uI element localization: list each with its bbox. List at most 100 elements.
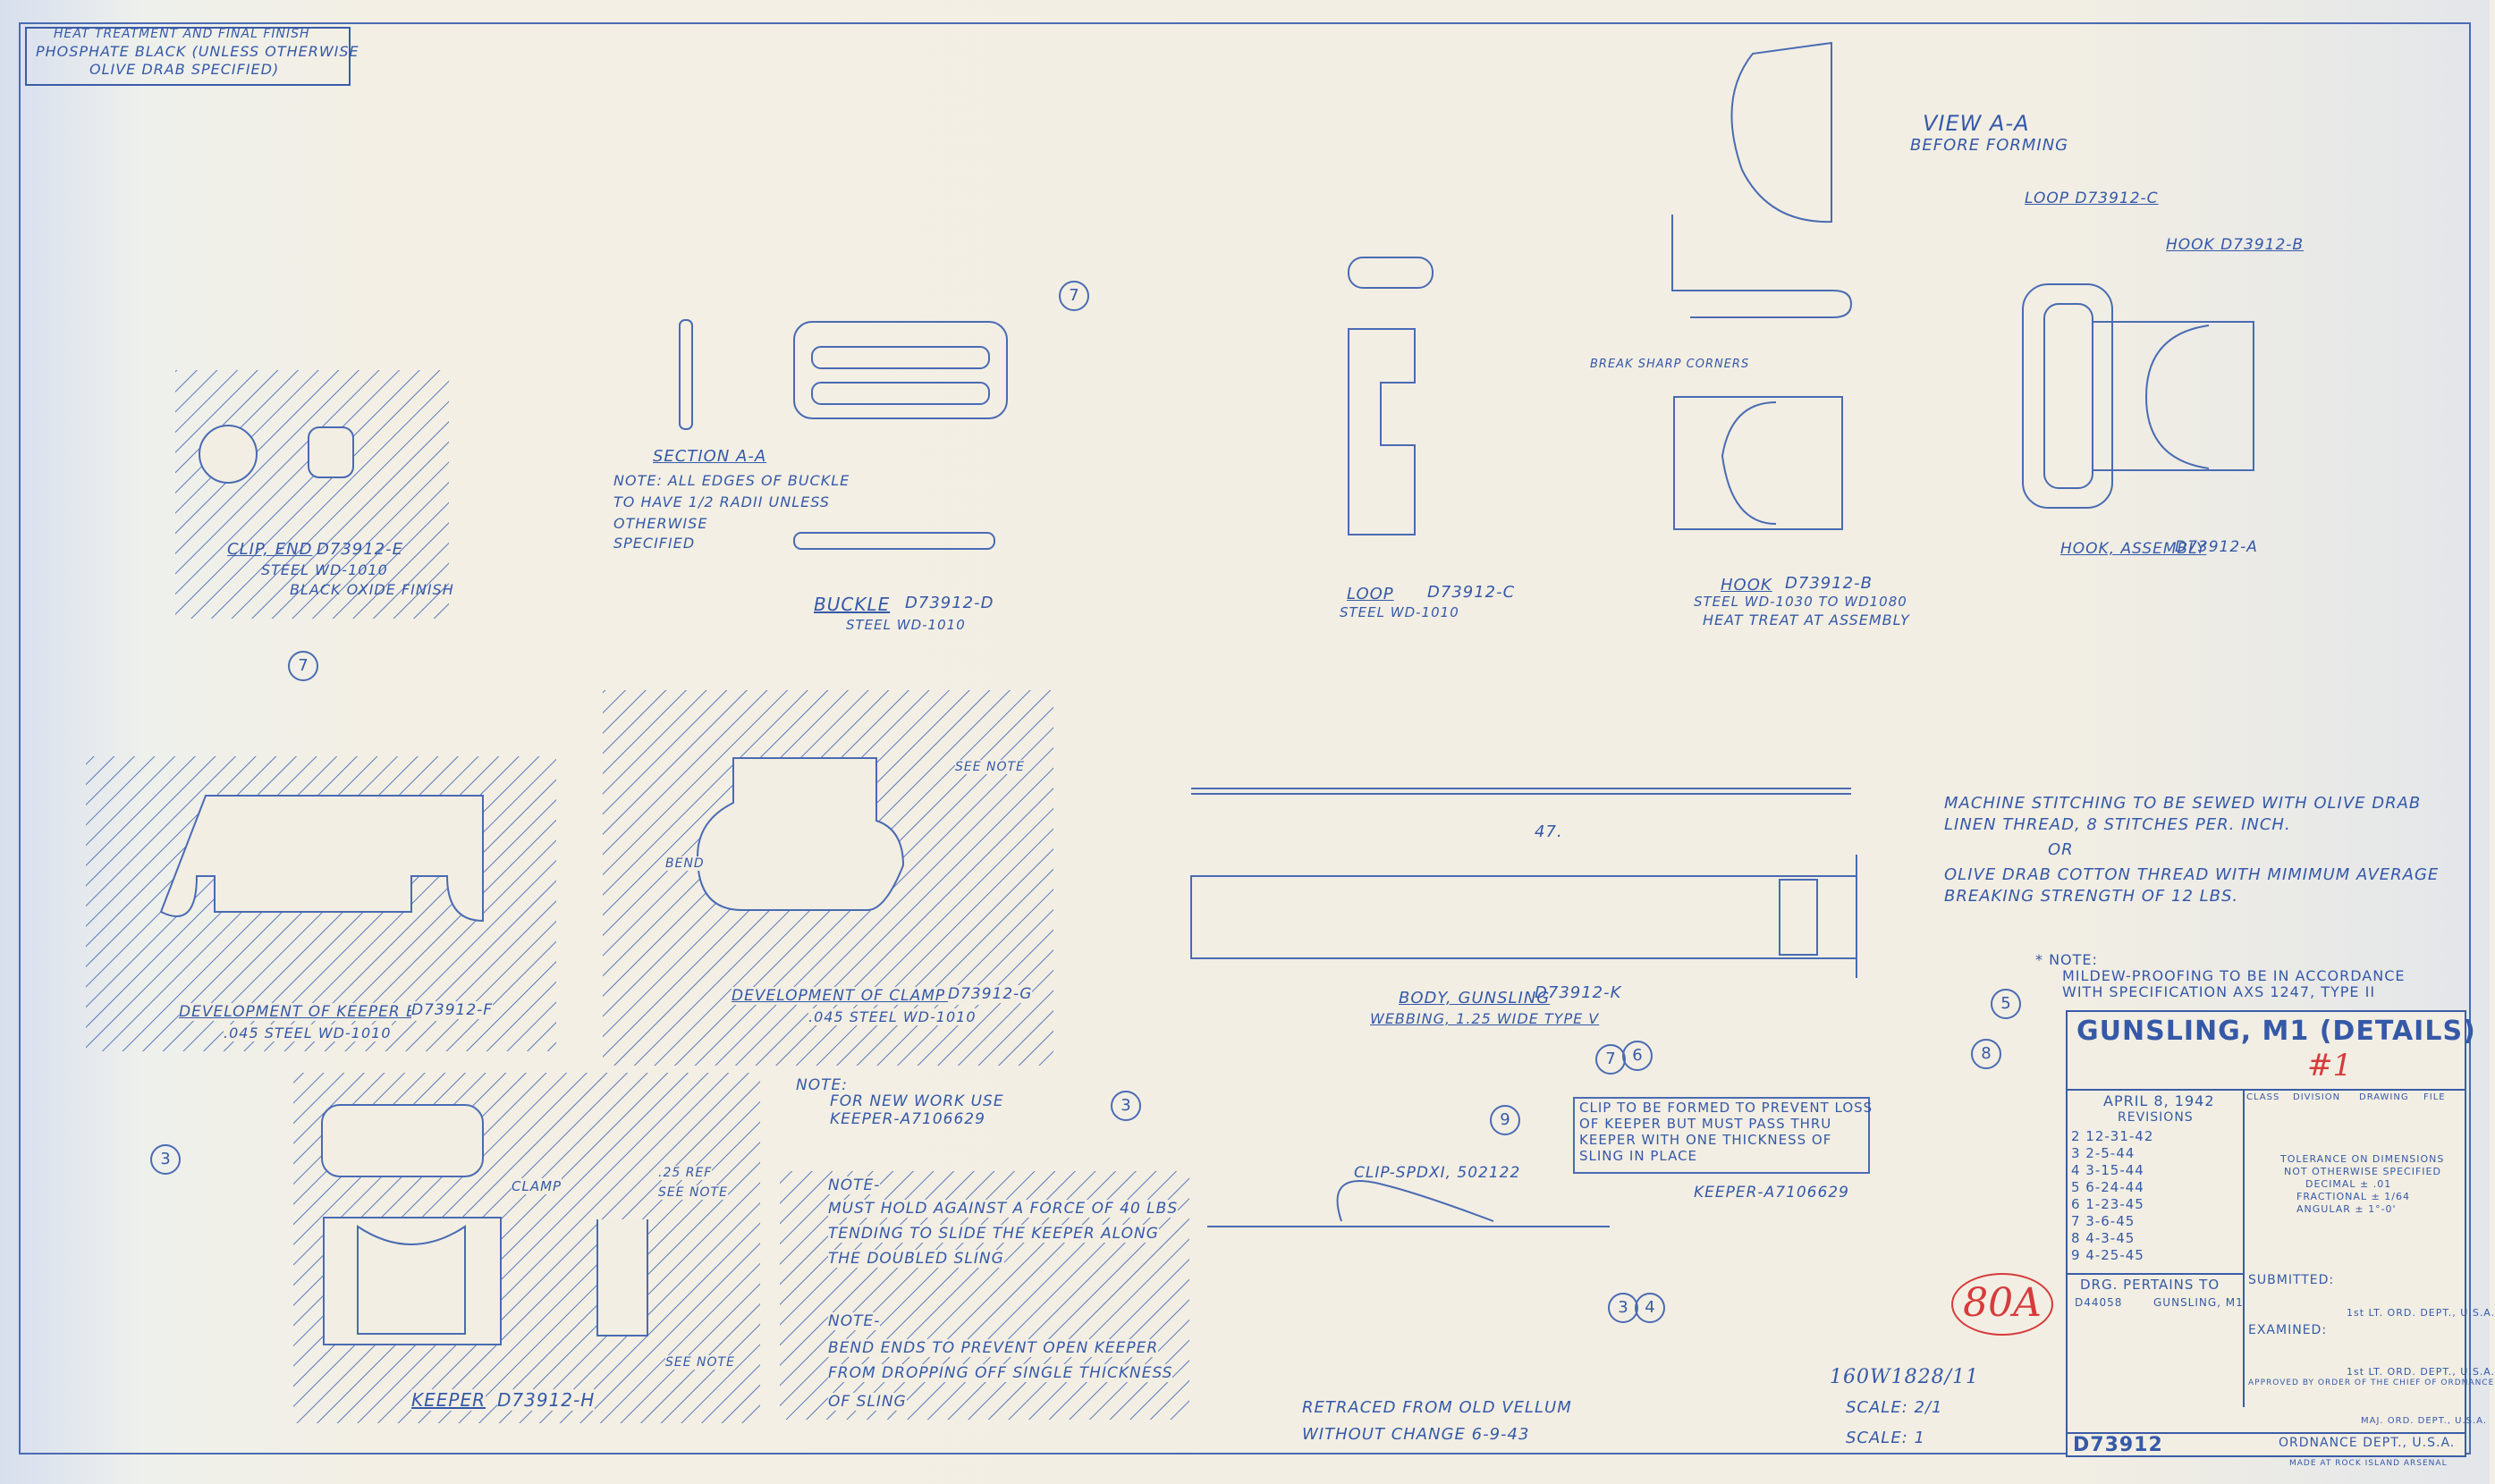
drawing-number: D73912 bbox=[2073, 1434, 2163, 1456]
callout-9: 9 bbox=[1490, 1105, 1520, 1135]
asm-hook: HOOK D73912-B bbox=[2166, 236, 2305, 254]
section-note1: NOTE: ALL EDGES OF BUCKLE bbox=[613, 472, 850, 489]
finish-line2: OLIVE DRAB SPECIFIED) bbox=[89, 61, 280, 78]
finish-line1: PHOSPHATE BLACK (UNLESS OTHERWISE bbox=[36, 43, 359, 60]
drg-num: D44058 bbox=[2075, 1296, 2123, 1309]
note2-b: FROM DROPPING OFF SINGLE THICKNESS bbox=[828, 1364, 1173, 1382]
tb-division-hdr: DIVISION bbox=[2293, 1092, 2341, 1102]
callout-7c: 7 bbox=[1595, 1044, 1626, 1075]
stitch-l4: OLIVE DRAB COTTON THREAD WITH MIMIMUM AV… bbox=[1944, 865, 2440, 884]
tol-3: DECIMAL ± .01 bbox=[2305, 1178, 2392, 1190]
loop-title: LOOP bbox=[1347, 585, 1394, 603]
tol-1: TOLERANCE ON DIMENSIONS bbox=[2280, 1153, 2445, 1165]
retraced-l2: WITHOUT CHANGE 6-9-43 bbox=[1302, 1425, 1530, 1444]
clip-label: CLIP-SPDXI, 502122 bbox=[1354, 1164, 1521, 1182]
finish-box: HEAT TREATMENT AND FINAL FINISH PHOSPHAT… bbox=[25, 27, 359, 86]
drawing-title: GUNSLING, M1 (DETAILS) bbox=[2076, 1016, 2476, 1047]
drg-pertains: DRG. PERTAINS TO bbox=[2080, 1277, 2220, 1293]
note2-label: NOTE- bbox=[828, 1312, 881, 1330]
clamp-seenote: SEE NOTE bbox=[955, 760, 1025, 774]
note2-c: OF SLING bbox=[828, 1393, 907, 1411]
finish-title: HEAT TREATMENT AND FINAL FINISH bbox=[54, 27, 310, 41]
clip-end-finish: BLACK OXIDE FINISH bbox=[290, 581, 454, 598]
revision-entry: 7 3-6-45 bbox=[2071, 1213, 2136, 1229]
note1-c: THE DOUBLED SLING bbox=[828, 1250, 1004, 1268]
tb-date: APRIL 8, 1942 bbox=[2103, 1092, 2215, 1109]
tol-5: ANGULAR ± 1°-0' bbox=[2296, 1203, 2397, 1215]
loop-mat: STEEL WD-1010 bbox=[1340, 604, 1459, 620]
revision-entry: 8 4-3-45 bbox=[2071, 1230, 2136, 1246]
clamp-bend: BEND bbox=[665, 856, 705, 871]
scale-1: SCALE: 2/1 bbox=[1846, 1398, 1943, 1417]
revision-list: 2 12-31-42 3 2-5-44 4 3-15-44 5 6-24-44 … bbox=[2071, 1128, 2153, 1264]
mildew-l3: WITH SPECIFICATION AXS 1247, TYPE II bbox=[2062, 983, 2376, 1000]
callout-7: 7 bbox=[288, 651, 318, 681]
retraced-l1: RETRACED FROM OLD VELLUM bbox=[1302, 1398, 1572, 1417]
clip-note-l3: KEEPER WITH ONE THICKNESS OF bbox=[1579, 1132, 1832, 1148]
callout-6: 6 bbox=[1622, 1041, 1653, 1071]
tb-approved: APPROVED BY ORDER OF THE CHIEF OF ORDNAN… bbox=[2248, 1379, 2495, 1387]
note-new-2: FOR NEW WORK USE bbox=[830, 1092, 1004, 1110]
tb-examined: EXAMINED: bbox=[2248, 1323, 2328, 1337]
hook-break: BREAK SHARP CORNERS bbox=[1590, 358, 1750, 371]
clip-keeper-label: KEEPER-A7106629 bbox=[1694, 1184, 1849, 1202]
tb-revisions-label: REVISIONS bbox=[2118, 1110, 2194, 1125]
red-stamp: 80A bbox=[1951, 1273, 2053, 1336]
revision-entry: 9 4-25-45 bbox=[2071, 1247, 2144, 1263]
handwritten-number: 160W1828/11 bbox=[1830, 1366, 1979, 1388]
hook-mat: STEEL WD-1030 TO WD1080 bbox=[1694, 594, 1907, 610]
section-note4: SPECIFIED bbox=[613, 535, 696, 552]
view-aa-sub: BEFORE FORMING bbox=[1910, 136, 2069, 155]
note-new-1: NOTE: bbox=[796, 1076, 848, 1094]
clip-end-hatch bbox=[175, 370, 449, 619]
revision-entry: 2 12-31-42 bbox=[2071, 1128, 2154, 1144]
keeper-seenote1: SEE NOTE bbox=[658, 1185, 728, 1200]
tb-exam-title: 1st LT. ORD. DEPT., U.S.A. bbox=[2347, 1366, 2495, 1378]
clip-end-mat: STEEL WD-1010 bbox=[261, 561, 388, 578]
asm-part: D73912-A bbox=[2175, 538, 2258, 556]
stitch-l2: LINEN THREAD, 8 STITCHES PER. INCH. bbox=[1944, 815, 2291, 834]
hook-part: D73912-B bbox=[1785, 574, 1873, 593]
revision-entry: 3 2-5-44 bbox=[2071, 1145, 2136, 1161]
note1-b: TENDING TO SLIDE THE KEEPER ALONG bbox=[828, 1225, 1159, 1243]
body-mat: WEBBING, 1.25 WIDE TYPE V bbox=[1370, 1010, 1600, 1027]
asm-title: HOOK, ASSEMBLY bbox=[2060, 540, 2207, 558]
section-aa-title: SECTION A-A bbox=[653, 447, 767, 466]
note1-label: NOTE- bbox=[828, 1176, 881, 1194]
tb-maj: MAJ. ORD. DEPT., U.S.A. bbox=[2361, 1416, 2488, 1426]
buckle-part: D73912-D bbox=[905, 594, 994, 612]
keeper-clamp: CLAMP bbox=[512, 1178, 562, 1194]
note2-a: BEND ENDS TO PREVENT OPEN KEEPER bbox=[828, 1339, 1159, 1357]
title-block: GUNSLING, M1 (DETAILS) #1 APRIL 8, 1942 … bbox=[2066, 1010, 2494, 1457]
buckle-mat: STEEL WD-1010 bbox=[846, 617, 966, 633]
keeper-title: KEEPER bbox=[411, 1389, 486, 1411]
tb-class-hdr: CLASS bbox=[2246, 1092, 2280, 1102]
mildew-l1: * NOTE: bbox=[2035, 951, 2098, 968]
keeper-dev-part: D73912-F bbox=[411, 1001, 494, 1019]
drg-name: GUNSLING, M1 bbox=[2153, 1296, 2244, 1309]
clamp-dev-title: DEVELOPMENT OF CLAMP BODY bbox=[732, 987, 999, 1005]
mildew-l2: MILDEW-PROOFING TO BE IN ACCORDANCE bbox=[2062, 967, 2406, 984]
body-part: D73912-K bbox=[1535, 983, 1622, 1002]
callout-7b: 7 bbox=[1059, 281, 1089, 311]
revision-entry: 5 6-24-44 bbox=[2071, 1179, 2144, 1195]
revision-entry: 6 1-23-45 bbox=[2071, 1196, 2144, 1212]
hook-heat: HEAT TREAT AT ASSEMBLY bbox=[1703, 611, 1910, 628]
clip-note-l4: SLING IN PLACE bbox=[1579, 1148, 1698, 1164]
section-note2: TO HAVE 1/2 RADII UNLESS bbox=[613, 493, 830, 510]
tb-dept: ORDNANCE DEPT., U.S.A. bbox=[2279, 1436, 2456, 1450]
sheet-mark: #1 bbox=[2307, 1048, 2353, 1083]
callout-3b: 3 bbox=[1111, 1091, 1141, 1121]
clip-end-part: D73912-E bbox=[317, 540, 403, 559]
keeper-seenote2: SEE NOTE bbox=[665, 1355, 735, 1370]
sheet-border bbox=[19, 22, 2471, 1454]
note1-a: MUST HOLD AGAINST A FORCE OF 40 LBS bbox=[828, 1200, 1179, 1218]
keeper-dev-mat: .045 STEEL WD-1010 bbox=[224, 1024, 392, 1041]
tb-made-at: MADE AT ROCK ISLAND ARSENAL bbox=[2289, 1459, 2448, 1468]
callout-8: 8 bbox=[1971, 1039, 2001, 1069]
clamp-dev-part: D73912-G bbox=[948, 985, 1033, 1003]
keeper-dev-title: DEVELOPMENT OF KEEPER BODY bbox=[179, 1003, 453, 1021]
body-title: BODY, GUNSLING bbox=[1399, 989, 1551, 1008]
hook-title: HOOK bbox=[1721, 576, 1772, 594]
